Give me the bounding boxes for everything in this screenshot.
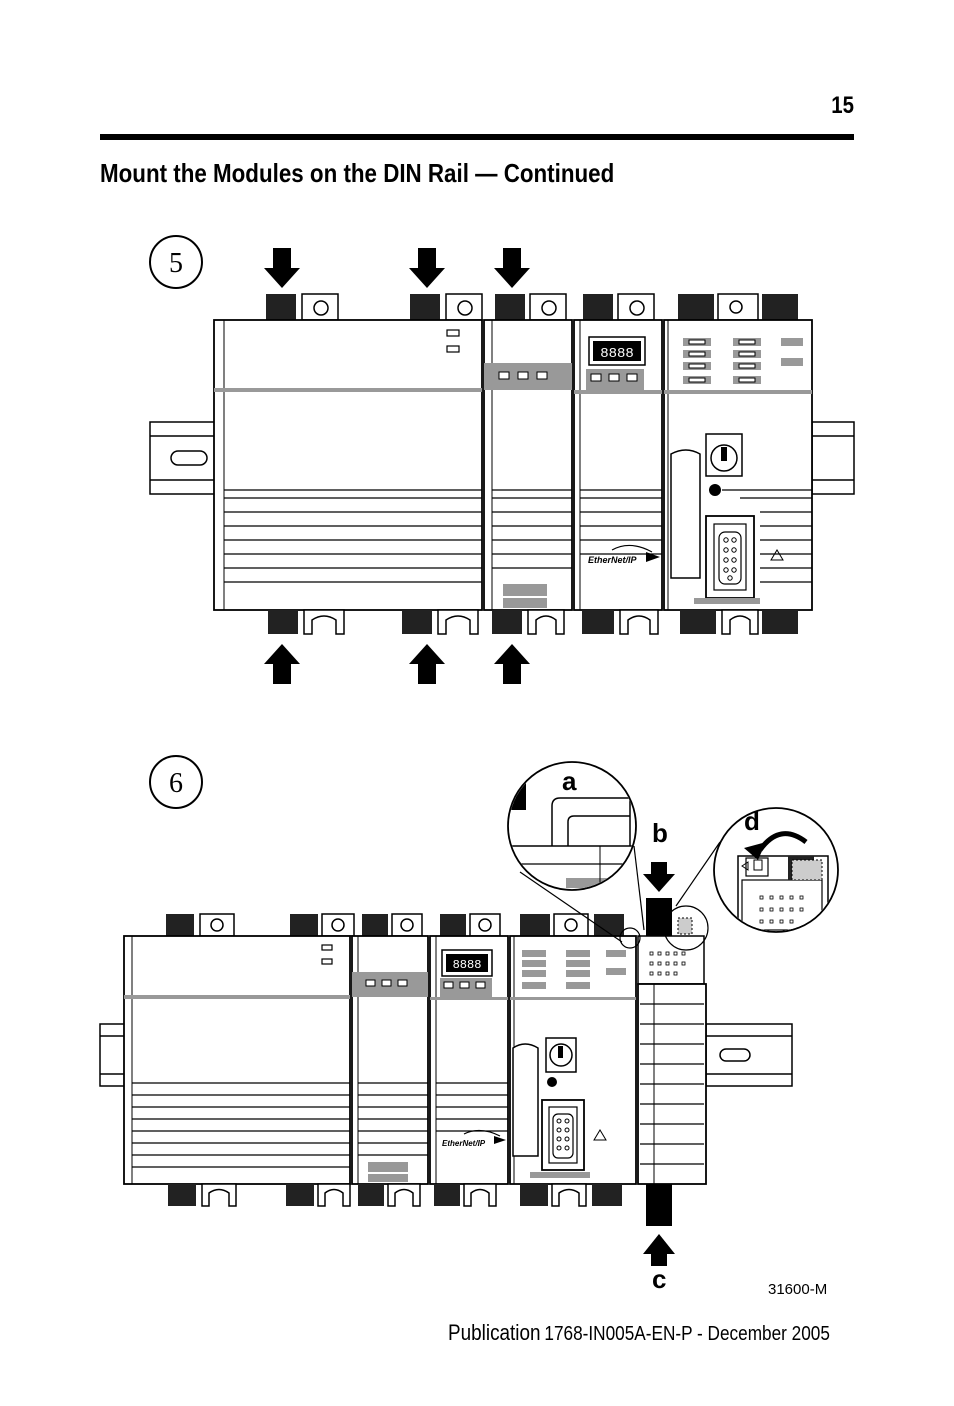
controller-module (509, 935, 637, 1185)
page-title: Mount the Modules on the DIN Rail — Cont… (100, 158, 615, 188)
arrow-up-icon (264, 644, 530, 684)
power-supply-module (123, 935, 351, 1185)
step-5-number: 5 (169, 248, 183, 279)
publication-id: 1768-IN005A-EN-P - December 2005 (544, 1323, 830, 1345)
module-top-tabs (266, 293, 798, 321)
io-module (483, 319, 573, 611)
power-supply-module (213, 319, 483, 611)
ethernet-module: 8888 EtherNet/IP (573, 319, 663, 611)
arrow-down-icon (643, 862, 675, 892)
ethernet-module: 8888 EtherNet/IP (429, 935, 509, 1185)
controller-module (663, 319, 813, 611)
arrow-down-icon (264, 248, 530, 288)
svg-text:8888: 8888 (453, 958, 482, 972)
io-module (351, 935, 429, 1185)
callout-b-label: b (652, 818, 668, 848)
callout-d-detail (675, 807, 839, 933)
module-bottom-tabs (268, 609, 798, 635)
step-6-number: 6 (169, 768, 183, 799)
svg-text:8888: 8888 (600, 346, 634, 362)
module-top-tabs (166, 913, 624, 937)
ethernet-ip-logo: EtherNet/IP (442, 1139, 486, 1148)
header-rule (100, 134, 854, 140)
figure-id: 31600-M (768, 1281, 827, 1298)
step-6-illustration: 6 (99, 755, 839, 1298)
end-cap-module (637, 898, 709, 1226)
callout-a-label: a (562, 766, 577, 796)
callout-a-detail (507, 761, 645, 949)
arrow-up-icon (643, 1234, 675, 1266)
module-bottom-tabs (168, 1183, 622, 1207)
din-rail (149, 421, 855, 495)
callout-c-label: c (652, 1264, 666, 1294)
publication-label: Publication (448, 1320, 541, 1345)
step-5-illustration: 5 (149, 235, 855, 684)
ethernet-ip-logo: EtherNet/IP (588, 555, 638, 565)
page-number: 15 (831, 92, 854, 119)
callout-d-label: d (744, 806, 760, 836)
publication-footer: Publication 1768-IN005A-EN-P - December … (448, 1320, 830, 1346)
